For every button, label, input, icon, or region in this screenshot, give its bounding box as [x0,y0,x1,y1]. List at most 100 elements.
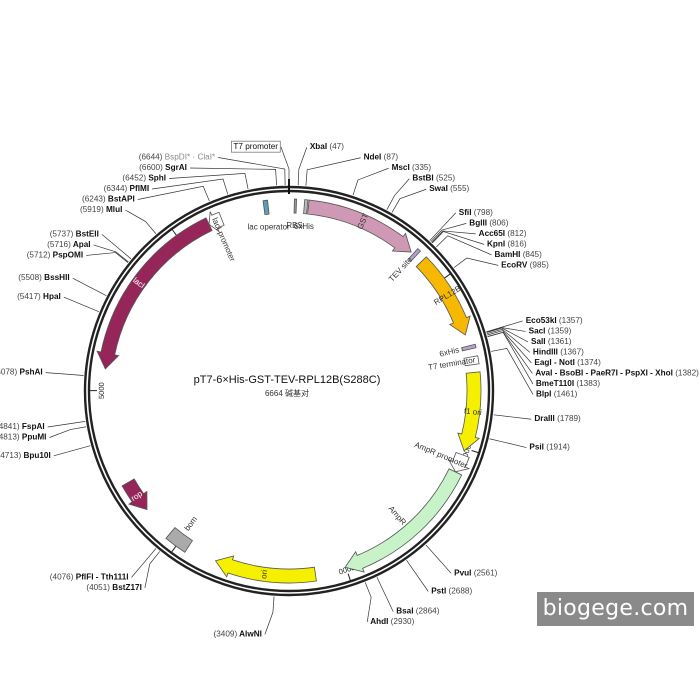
site-label[interactable]: SacI (1359) [529,327,572,336]
site-label[interactable]: (4076) PflFI - Tth111I [50,573,129,582]
site-label[interactable]: Acc65I (812) [479,229,527,238]
site-label[interactable]: (6600) SgrAI [139,163,187,172]
site-label[interactable]: BsaI (2864) [396,607,440,616]
site-label[interactable]: (4813) PpuMI [0,433,46,442]
site-label[interactable]: DraIII (1789) [534,414,581,423]
site-leader-798 [429,212,457,241]
site-label-part: (555) [448,184,470,193]
site-label-part: (1361) [546,337,572,346]
site-leader-2864 [376,577,394,612]
site-label-part: BstZ17I [110,583,142,592]
site-leader-47 [297,147,308,186]
site-leader-6344 [152,178,229,195]
feature-label-6xhis-c: 6xHis [439,345,461,358]
site-leader-1383 [487,332,534,385]
site-label[interactable]: BamHI (845) [494,250,542,259]
site-leader-525 [386,178,410,210]
site-label[interactable]: BlpI (1461) [536,390,578,399]
site-label-part: BstAPI [106,195,135,204]
site-label[interactable]: (4841) FspAI [0,422,45,431]
site-label[interactable]: EagI - NotI (1374) [534,358,601,367]
feature-6xhis-c [461,343,477,352]
site-label-part: Eco53kI [526,316,557,325]
site-label-part: AvaI - BsoBI - PaeR7I - PspXI - XhoI [535,369,673,378]
site-leader-1357 [486,320,523,333]
site-leader-5078 [45,372,84,376]
site-label[interactable]: HindIII (1367) [533,348,584,357]
site-label-part: (335) [410,163,432,172]
site-label[interactable]: (4713) Bpu10I [0,451,51,460]
feature-rop [121,478,148,511]
site-label-part: BssHII [42,273,70,282]
site-leader-845 [436,235,492,256]
feature-bom [165,527,194,553]
feature-label-tev-site: TEV site [387,255,414,284]
site-label-part: PsiI [529,443,544,452]
site-label[interactable]: (5078) PshAI [0,368,43,377]
site-label[interactable]: SalI (1361) [531,337,572,346]
site-label[interactable]: BglII (806) [469,219,508,228]
site-label[interactable]: AhdI (2930) [370,617,414,626]
site-label[interactable]: BstBI (525) [412,174,455,183]
site-label[interactable]: AvaI - BsoBI - PaeR7I - PspXI - XhoI (13… [535,369,699,378]
boxed-label-frame [231,140,281,153]
site-label[interactable]: BmeT110I (1383) [536,379,600,388]
site-label[interactable]: PsiI (1914) [529,443,570,452]
site-label[interactable]: Eco53kI (1357) [526,316,583,325]
site-label-part: (1383) [574,379,600,388]
site-label-part: NdeI [364,153,382,162]
site-label-part: Bpu10I [21,451,51,460]
site-label-part: (6243) [82,195,106,204]
site-label[interactable]: XbaI (47) [310,142,344,151]
site-label-part: (4813) [0,433,20,442]
site-leader-4841 [47,421,86,428]
tick-4000 [171,545,177,553]
site-leader-4076 [131,548,157,578]
site-label[interactable]: (5417) HpaI [17,292,61,301]
site-label-part: AlwNI [237,630,262,639]
site-label-part: MluI [104,205,123,214]
site-label[interactable]: (5737) BstEII [50,230,99,239]
site-label[interactable]: (5508) BssHII [18,273,69,282]
site-label-part: PflFI - Tth111I [73,573,128,582]
site-label[interactable]: MscI (335) [392,163,432,172]
site-label[interactable]: EcoRV (985) [501,261,549,270]
site-label[interactable]: (3409) AlwNI [214,630,262,639]
site-leader-1367 [486,328,531,353]
site-label-part: EcoRV [501,261,528,270]
site-label[interactable]: KpnI (816) [487,240,527,249]
site-leader-806 [430,223,467,242]
site-label-part: (5737) [50,230,74,239]
site-label-part: (816) [505,240,527,249]
site-label[interactable]: SfiI (798) [459,208,493,217]
site-label[interactable]: (5712) PspOMI [27,251,83,260]
site-label[interactable]: SwaI (555) [429,184,469,193]
site-label-part: (798) [471,208,493,217]
site-label[interactable]: (6644) BspDI* · ClaI* [139,153,216,162]
site-leader-4051 [144,551,161,588]
site-label-part: PspOMI [50,251,83,260]
site-label[interactable]: (6243) BstAPI [82,195,135,204]
site-label-part: AhdI [370,617,388,626]
site-label-part: HindIII [533,348,558,357]
site-label[interactable]: (5919) MluI [80,205,122,214]
tick-label-5000: 5000 [97,382,106,399]
site-label[interactable]: T7 promoter [233,142,278,151]
site-label[interactable]: PvuI (2561) [454,568,498,577]
site-leader-5712 [86,252,129,263]
site-leader-2930 [364,582,372,623]
feature-t7-terminator [463,355,480,367]
site-label[interactable]: (5716) ApaI [47,240,90,249]
site-label-part: BmeT110I [536,379,574,388]
site-label[interactable]: (4051) BstZ17I [86,583,142,592]
feature-label-ampr: AmpR [387,504,408,527]
site-label-part: (4076) [50,573,74,582]
feature-lac-operator [262,199,270,216]
site-label-part: SalI [531,337,546,346]
tick-1000 [444,273,451,279]
site-label[interactable]: PstI (2688) [431,587,472,596]
site-label[interactable]: (6344) PflMI [104,184,150,193]
site-label[interactable]: (6452) SphI [122,174,166,183]
site-label[interactable]: NdeI (87) [364,153,399,162]
